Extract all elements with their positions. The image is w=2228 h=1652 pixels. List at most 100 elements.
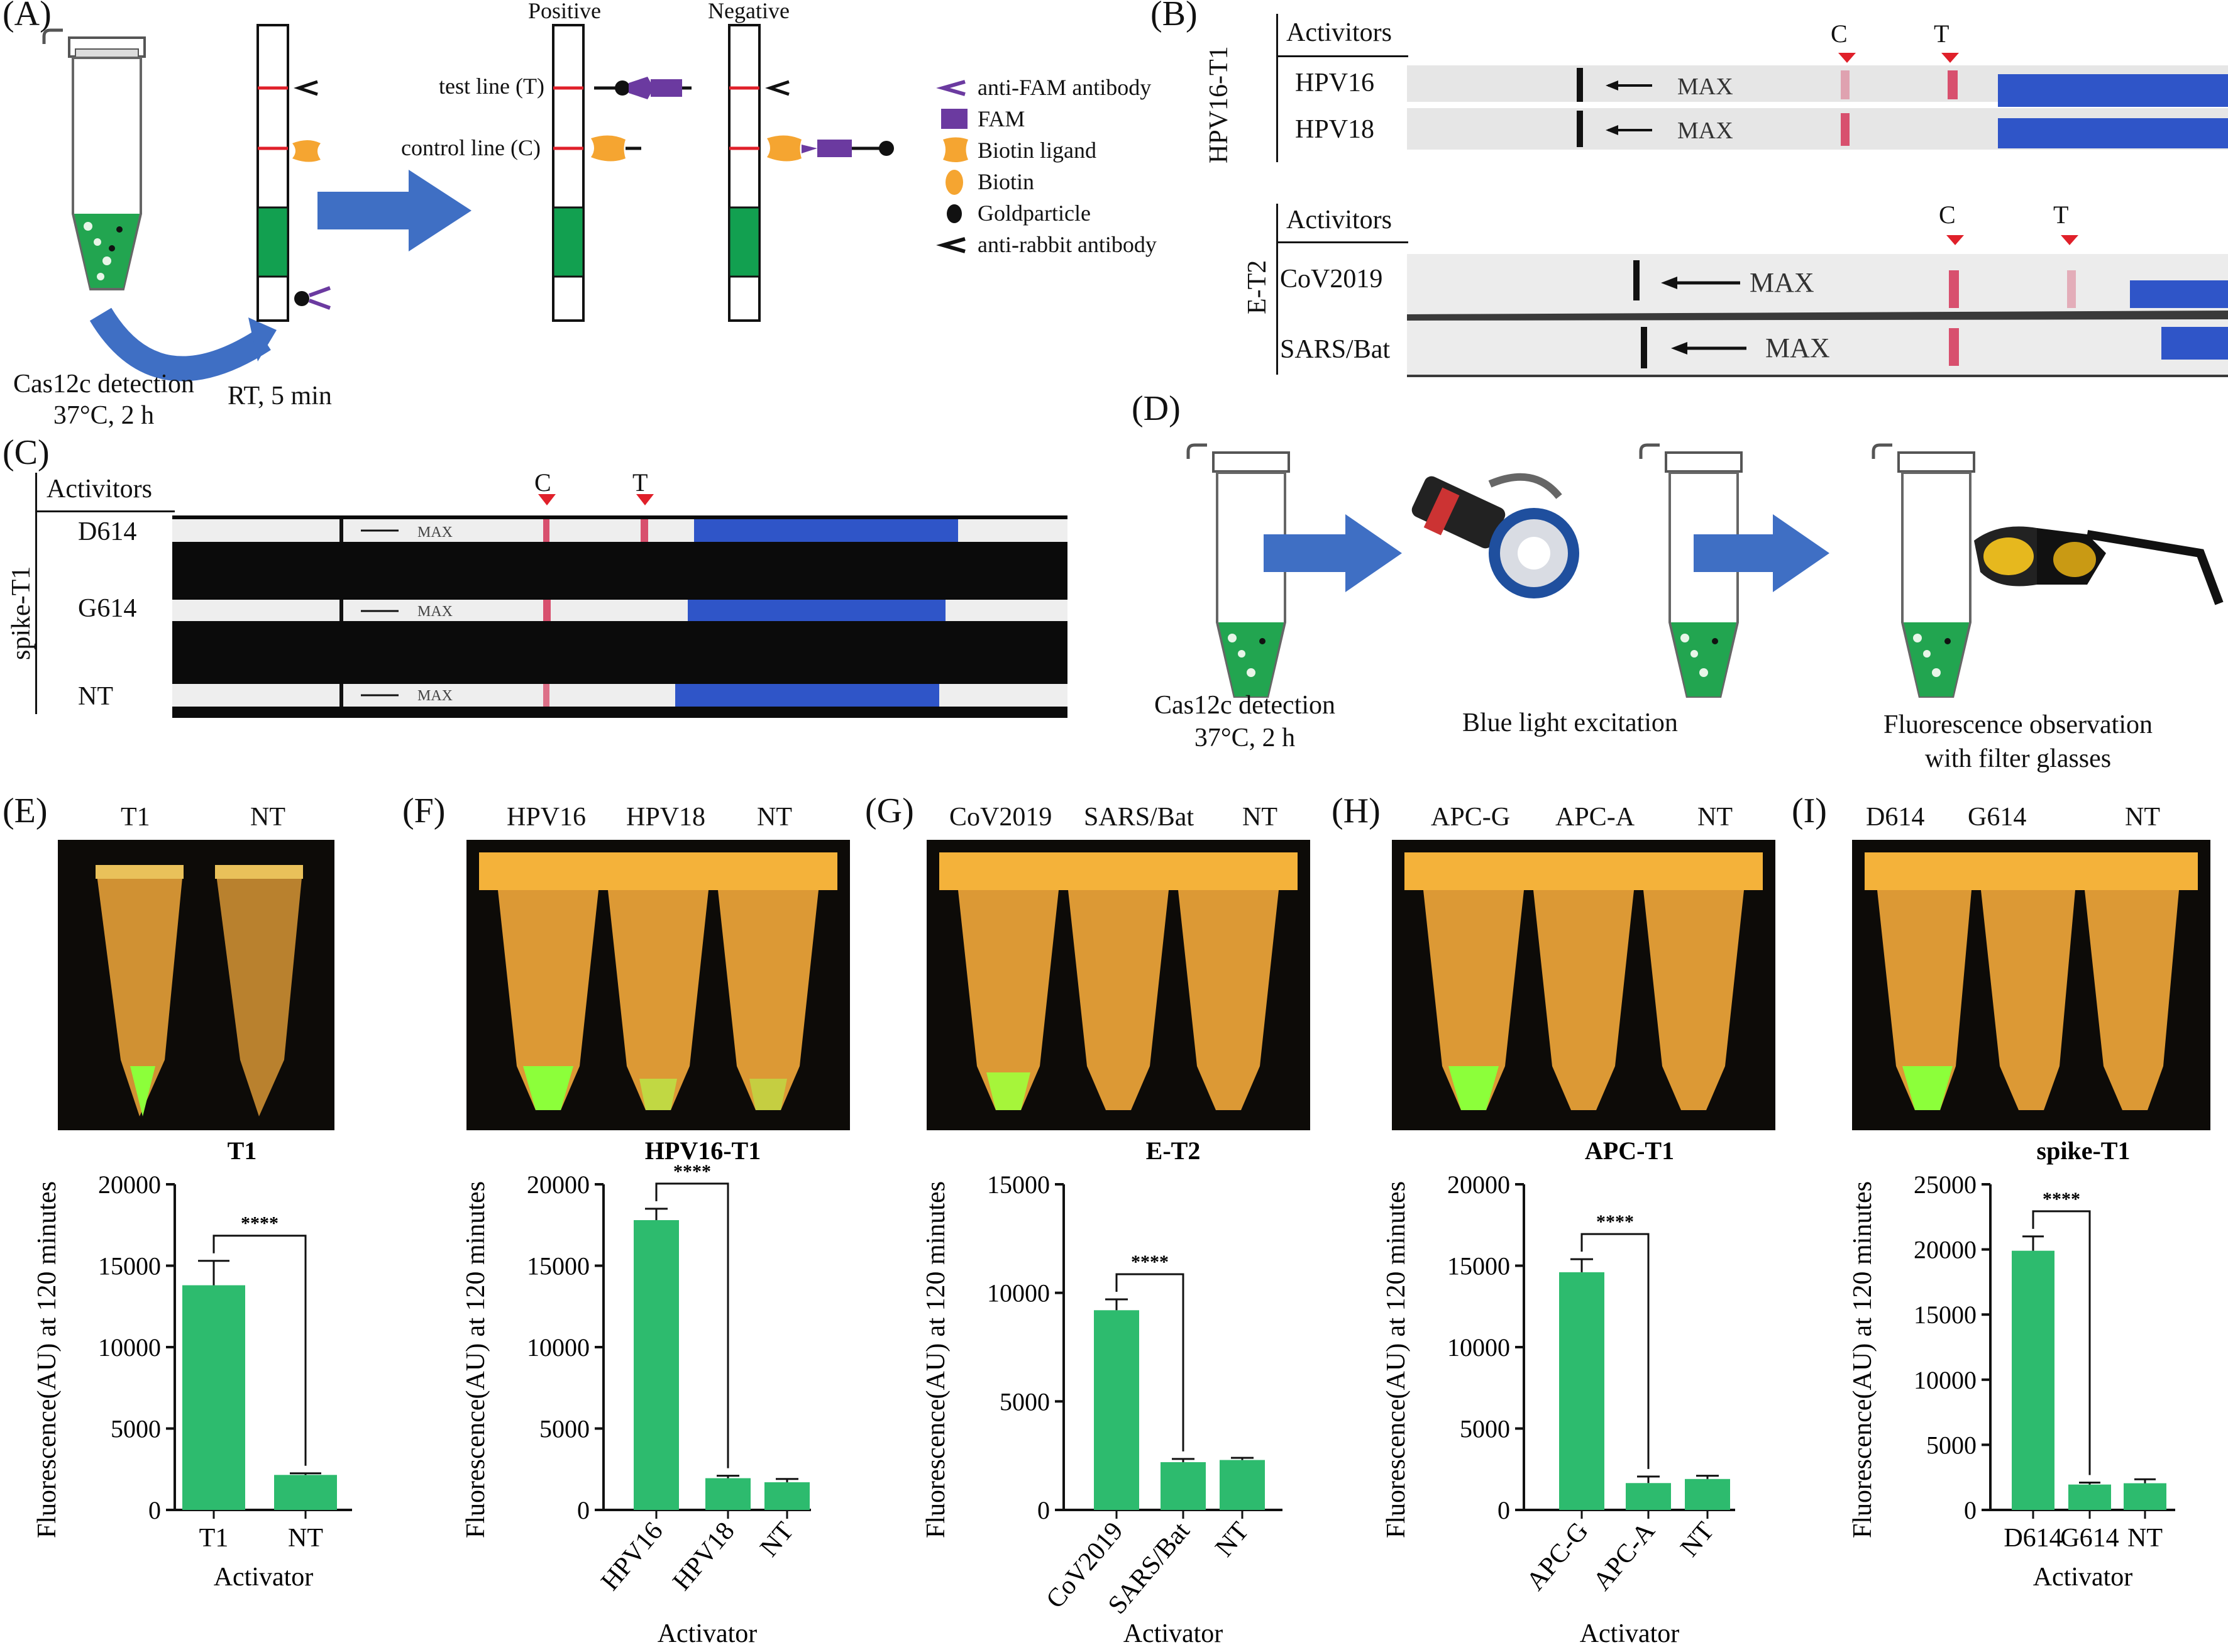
g-y-tick-label: 0 [1037, 1496, 1050, 1524]
c-vertical-rule [35, 473, 37, 714]
b2-row-sarsbat: SARS/Bat [1280, 335, 1391, 364]
f-bar-hpv16 [634, 1220, 679, 1510]
e-tube-photo [58, 840, 334, 1130]
f-x-tick-label: NT [754, 1517, 799, 1562]
h-significance-bracket [1580, 1233, 1650, 1469]
h-bar-apca [1626, 1483, 1671, 1510]
h-x-axis-label: Activator [1580, 1619, 1680, 1648]
i-y-tick-label: 20000 [1914, 1236, 1977, 1264]
panel-d-diagram [1186, 443, 2224, 698]
b1-row-hpv16: HPV16 [1295, 69, 1375, 97]
g-x-tick-label: NT [1210, 1517, 1254, 1562]
b1-t-marker: T [1934, 19, 1950, 48]
i-y-axis-label: Fluorescence(AU) at 120 minutes [1848, 1181, 1877, 1538]
d-step1-label: Cas12c detection 37°C, 2 h [1113, 689, 1377, 754]
g-y-tick-label: 15000 [987, 1170, 1050, 1199]
legend-icons [936, 80, 968, 253]
reaction-tube-icon [1872, 443, 1975, 698]
c-arrowhead-icon [1946, 235, 1964, 245]
f-photo-label-hpv16: HPV16 [507, 803, 587, 832]
c-row-nt: NT [78, 682, 113, 711]
f-bar-nt [764, 1482, 810, 1510]
i-photo-label-nt: NT [2125, 803, 2160, 832]
control-line-label: control line (C) [401, 135, 541, 160]
lateral-flow-strip-negative [728, 24, 894, 322]
d-step1-line2: 37°C, 2 h [1194, 724, 1296, 752]
g-x-axis-label: Activator [1123, 1619, 1223, 1648]
tube-photo-graphic [1865, 852, 2198, 1110]
positive-label: Positive [528, 0, 602, 23]
b1-c-marker: C [1831, 19, 1848, 48]
e-photo-label-nt: NT [250, 803, 285, 832]
legend-anti-fam: anti-FAM antibody [978, 75, 1152, 100]
b2-strip-photo: MAX MAX [1407, 235, 2228, 377]
h-bar-nt [1685, 1479, 1730, 1510]
panel-a-diagram [42, 24, 968, 382]
panel-label-b: (B) [1150, 0, 1198, 33]
legend-biotin: Biotin [978, 169, 1035, 194]
h-x-tick-label: APC-A [1587, 1516, 1661, 1596]
i-tube-photo [1852, 840, 2210, 1130]
cas12c-step-label: Cas12c detection 37°C, 2 h [0, 368, 207, 431]
e-x-tick-label: NT [288, 1524, 323, 1553]
f-x-tick-label: HPV16 [595, 1517, 668, 1596]
h-photo-label-nt: NT [1697, 803, 1733, 832]
g-photo-label-nt: NT [1242, 803, 1277, 832]
c-horizontal-rule [35, 510, 175, 512]
t-arrowhead-icon [2061, 235, 2078, 245]
tube-photo-graphic [96, 865, 303, 1116]
i-x-axis-label: Activator [2033, 1563, 2133, 1592]
h-photo-label-apcg: APC-G [1431, 803, 1511, 832]
d-step3-label: Fluorescence observation with filter gla… [1842, 708, 2194, 776]
e-y-axis-label: Fluorescence(AU) at 120 minutes [33, 1181, 62, 1538]
b1-horizontal-rule [1276, 55, 1408, 57]
e-y-tick-label: 0 [148, 1496, 161, 1524]
panel-label-c: (C) [3, 433, 50, 472]
e-y-tick-label: 20000 [98, 1170, 161, 1199]
flashlight-icon [1411, 473, 1579, 598]
panel-label-i: (I) [1792, 791, 1827, 830]
e-bar-nt [274, 1475, 337, 1510]
h-x-tick-label: APC-G [1521, 1517, 1594, 1596]
legend-anti-rabbit: anti-rabbit antibody [978, 232, 1157, 257]
i-bar-d614 [2012, 1250, 2054, 1510]
f-y-tick-label: 15000 [527, 1252, 590, 1280]
c-row-d614: D614 [78, 517, 137, 546]
d-step3-line1: Fluorescence observation [1883, 710, 2153, 739]
i-photo-label-g614: G614 [1968, 803, 2027, 832]
reaction-tube-icon [42, 28, 146, 290]
h-y-tick-label: 5000 [1460, 1415, 1510, 1443]
i-x-tick-label: NT [2127, 1524, 2163, 1553]
e-x-tick-label: T1 [199, 1524, 229, 1553]
c-row-g614: G614 [78, 594, 137, 623]
max-text: MAX [417, 603, 453, 620]
e-chart-title: T1 [228, 1137, 257, 1165]
i-y-tick-label: 15000 [1914, 1301, 1977, 1329]
i-y-tick-label: 5000 [1926, 1431, 1977, 1459]
panel-label-a: (A) [3, 0, 52, 33]
f-y-tick-label: 10000 [527, 1333, 590, 1362]
tube-photo-graphic [1404, 852, 1763, 1110]
h-y-tick-label: 0 [1497, 1496, 1510, 1524]
b1-strip-photo: MAX MAX [1407, 53, 2228, 150]
i-chart-title: spike-T1 [2037, 1137, 2131, 1165]
t-arrowhead-icon [636, 494, 654, 505]
h-photo-label-apca: APC-A [1555, 803, 1635, 832]
f-x-tick-label: HPV18 [667, 1517, 740, 1596]
max-text: MAX [1677, 74, 1733, 100]
i-x-tick-label: D614 [2004, 1524, 2062, 1553]
g-photo-label-sarsbat: SARS/Bat [1084, 803, 1194, 832]
panel-label-f: (F) [402, 791, 446, 830]
c-arrowhead-icon [1838, 53, 1856, 63]
filter-glasses-icon [1974, 526, 2224, 605]
g-y-tick-label: 10000 [987, 1279, 1050, 1308]
h-chart-title: APC-T1 [1585, 1137, 1674, 1165]
h-tube-photo [1392, 840, 1775, 1130]
max-text: MAX [1750, 267, 1814, 298]
i-significance-bracket [2032, 1210, 2091, 1475]
f-photo-label-hpv18: HPV18 [626, 803, 706, 832]
g-bar-nt [1220, 1460, 1265, 1510]
cas12c-step-line1: Cas12c detection [13, 370, 195, 399]
i-x-tick-label: G614 [2060, 1524, 2119, 1553]
